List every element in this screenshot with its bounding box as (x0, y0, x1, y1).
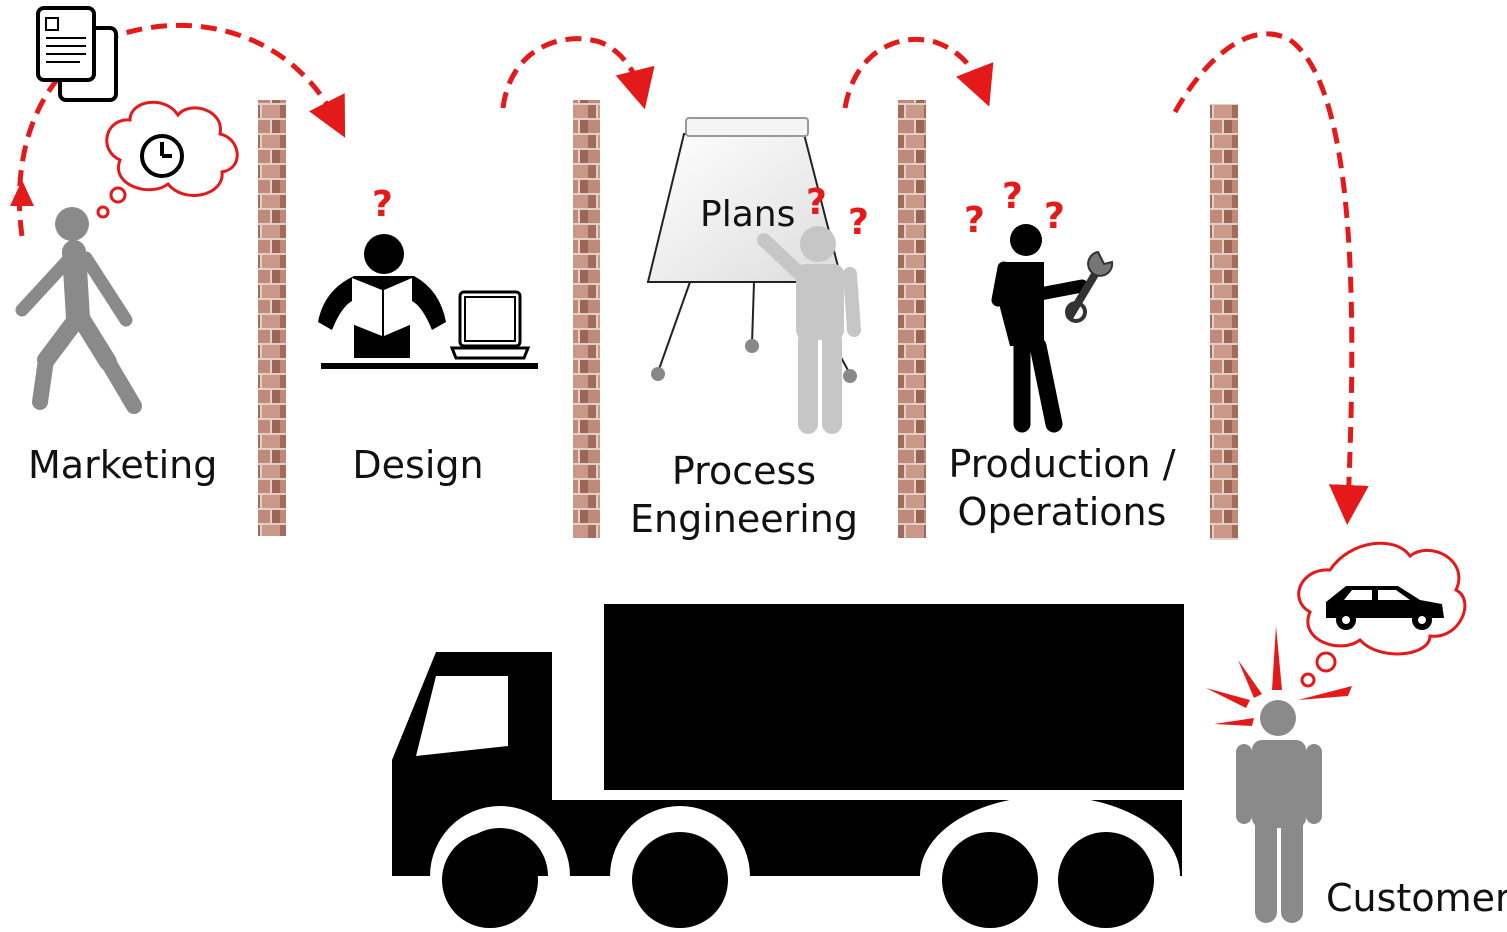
label-design: Design (352, 443, 484, 487)
label-marketing: Marketing (28, 443, 218, 487)
question-mark-presenter-1: ? (806, 182, 827, 223)
documents-icon (36, 6, 118, 102)
wall-1 (258, 100, 286, 536)
label-production-line2: Operations (957, 490, 1167, 534)
customer-person-icon (1236, 700, 1322, 923)
label-production-line1: Production / (948, 442, 1176, 486)
shock-lines-icon (1206, 626, 1352, 726)
wrench-icon (1065, 250, 1114, 323)
label-customer: Customer (1326, 876, 1507, 920)
label-process-line1: Process (671, 449, 817, 493)
clock-icon (140, 134, 184, 178)
car-icon (1326, 586, 1444, 630)
arrow-up-head-icon (10, 180, 34, 206)
presenter-person-icon (757, 226, 861, 434)
walking-person-icon (15, 207, 142, 414)
worker-with-wrench-icon (991, 224, 1089, 433)
clock-thought-icon (96, 100, 239, 219)
laptop-icon (449, 290, 531, 360)
arrow-production-to-customer (1172, 31, 1369, 525)
wall-2 (573, 100, 600, 538)
arrow-process-to-production (842, 36, 994, 109)
label-process-line2: Engineering (630, 497, 858, 541)
svg-text:?: ? (372, 184, 393, 225)
truck-icon (392, 604, 1184, 928)
question-mark-worker-3: ? (1044, 196, 1065, 237)
question-mark-worker-1: ? (964, 200, 985, 241)
wall-4 (1210, 104, 1238, 540)
designer-reading-icon: ? (318, 184, 538, 369)
wall-3 (898, 100, 926, 538)
question-mark-worker-2: ? (1002, 176, 1023, 217)
question-mark-presenter-2: ? (848, 202, 869, 243)
flipchart-plans-text: Plans (700, 194, 796, 235)
arrow-design-to-process (500, 36, 655, 110)
